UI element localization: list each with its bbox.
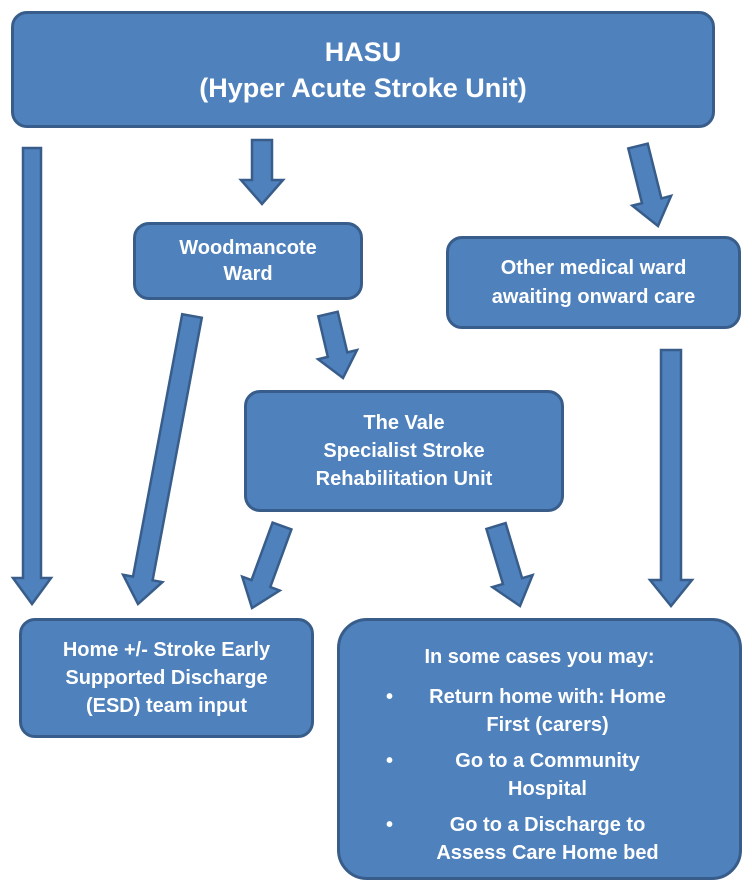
arrow-hasu-to-woodmancote xyxy=(238,138,286,206)
option-line2: First (carers) xyxy=(486,714,609,736)
the-vale-box: The Vale Specialist Stroke Rehabilitatio… xyxy=(244,390,564,512)
arrow-hasu-to-home xyxy=(10,146,54,607)
option-community-hospital: • Go to a Community Hospital xyxy=(340,747,739,803)
arrow-hasu-to-other-ward xyxy=(626,142,674,228)
vale-line3: Rehabilitation Unit xyxy=(315,468,493,490)
arrow-vale-to-options xyxy=(484,521,535,608)
option-line1: Return home with: Home xyxy=(429,686,666,708)
woodmancote-ward-box: Woodmancote Ward xyxy=(133,222,363,300)
option-care-home-bed: • Go to a Discharge to Assess Care Home … xyxy=(340,811,739,867)
arrow-woodmancote-to-vale xyxy=(315,310,360,380)
home-esd-box: Home +/- Stroke Early Supported Discharg… xyxy=(19,618,314,738)
vale-line1: The Vale xyxy=(363,412,445,434)
arrow-vale-to-home xyxy=(240,521,294,610)
arrow-woodmancote-to-home xyxy=(120,312,204,607)
vale-line2: Specialist Stroke xyxy=(323,440,485,462)
home-line1: Home +/- Stroke Early xyxy=(62,639,271,661)
option-return-home: • Return home with: Home First (carers) xyxy=(340,683,739,739)
option-line1: Go to a Discharge to xyxy=(449,814,646,836)
hasu-subtitle: (Hyper Acute Stroke Unit) xyxy=(199,72,527,103)
arrow-other-ward-to-options xyxy=(647,348,695,608)
home-line2: Supported Discharge xyxy=(65,667,268,689)
woodmancote-line2: Ward xyxy=(223,263,273,285)
option-line1: Go to a Community xyxy=(455,750,640,772)
option-line2: Hospital xyxy=(508,778,587,800)
options-heading: In some cases you may: xyxy=(424,646,655,668)
hasu-box: HASU (Hyper Acute Stroke Unit) xyxy=(11,11,715,128)
options-list: • Return home with: Home First (carers) … xyxy=(340,683,739,875)
onward-options-box: In some cases you may: • Return home wit… xyxy=(337,618,742,880)
option-line2: Assess Care Home bed xyxy=(436,842,659,864)
other-ward-line2: awaiting onward care xyxy=(491,285,696,308)
woodmancote-line1: Woodmancote xyxy=(179,237,317,259)
bullet-icon: • xyxy=(386,814,394,836)
home-line3: (ESD) team input xyxy=(85,695,248,717)
other-ward-line1: Other medical ward xyxy=(500,256,687,279)
bullet-icon: • xyxy=(386,686,394,708)
other-medical-ward-box: Other medical ward awaiting onward care xyxy=(446,236,741,329)
bullet-icon: • xyxy=(386,750,394,772)
hasu-title: HASU xyxy=(324,36,402,67)
